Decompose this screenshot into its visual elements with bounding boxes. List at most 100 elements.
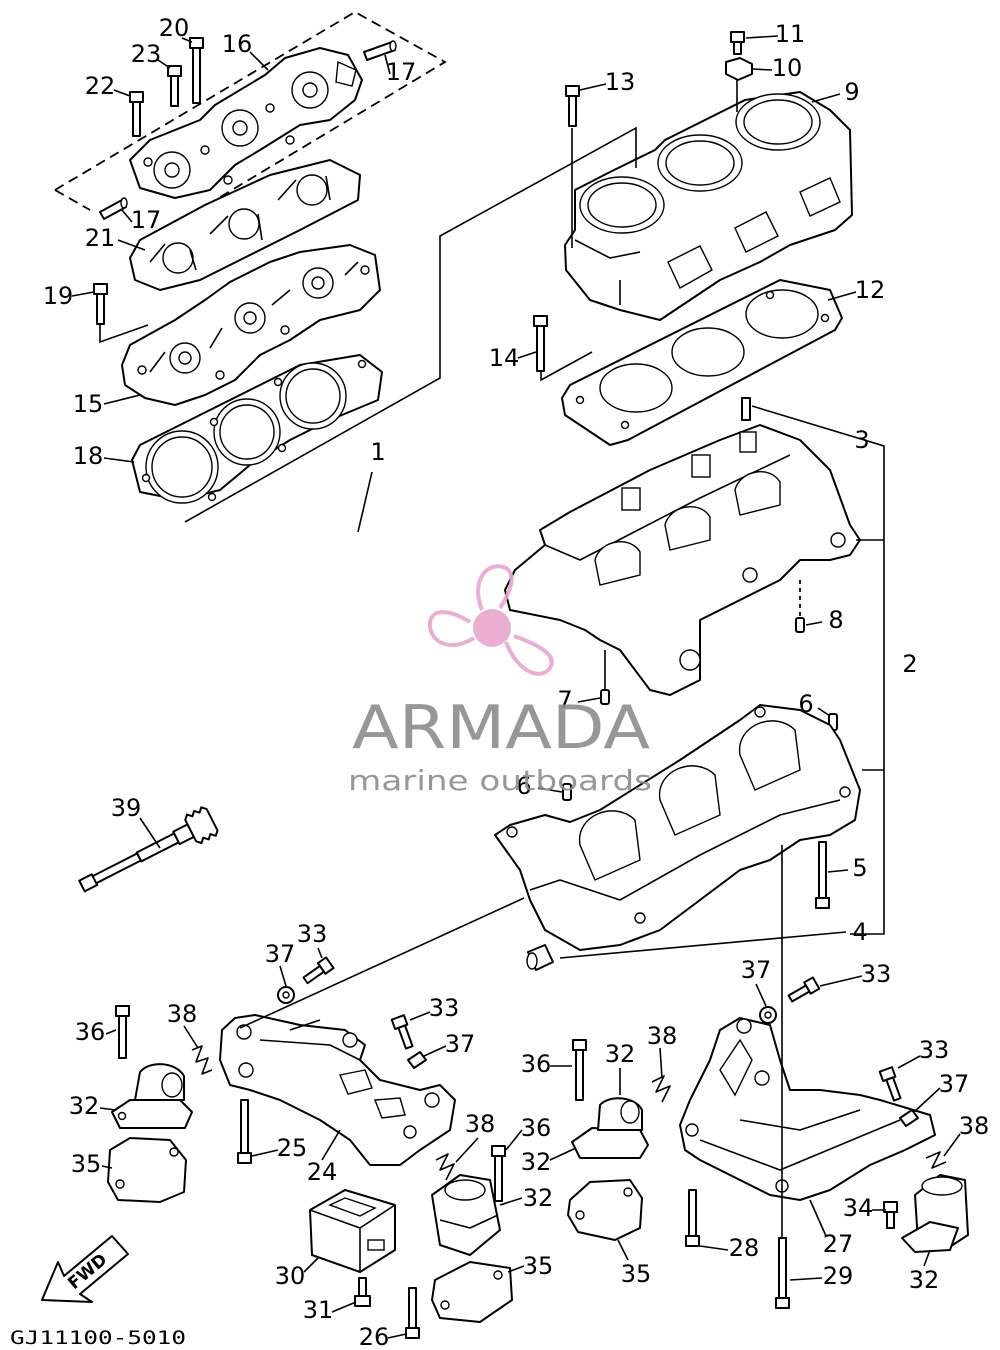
part-label: 34 <box>843 1194 874 1222</box>
part-label: 38 <box>167 1000 198 1028</box>
part-12-cylinder-gasket <box>561 279 843 446</box>
bolt-head <box>189 37 204 49</box>
part-15-cylinder-head <box>121 244 381 406</box>
plate-hole <box>115 1179 125 1189</box>
part-23-bolt <box>167 65 182 107</box>
part-label: 37 <box>939 1070 970 1098</box>
gasket-hole <box>277 443 287 453</box>
bolt-shank <box>118 1015 127 1059</box>
cover-dome-center <box>302 82 318 98</box>
part-label: 30 <box>275 1262 306 1290</box>
mount-base-edge <box>439 1214 499 1229</box>
bolt-head <box>533 315 548 327</box>
part-label: 22 <box>85 72 116 100</box>
bracket-cutout <box>339 1069 373 1095</box>
part-label: 31 <box>303 1296 334 1324</box>
gasket-hole <box>209 417 219 427</box>
part-13-bolt <box>565 85 580 127</box>
part-label: 13 <box>605 68 636 96</box>
bracket-cutout <box>719 1038 753 1097</box>
part-39-shaft <box>78 806 219 893</box>
bracket-hole <box>342 1032 358 1048</box>
part-37-washer-b <box>407 1051 427 1069</box>
plate-outline <box>567 1179 643 1241</box>
part-25-bolt <box>237 1099 252 1164</box>
part-label: 39 <box>111 794 142 822</box>
gasket-hole <box>357 359 367 369</box>
shaft-body <box>135 832 180 863</box>
clip-spring <box>191 1045 213 1075</box>
watermark-logo: ARMADA marine outboards <box>348 564 652 797</box>
bolt-shank <box>302 965 325 985</box>
bolt-shank <box>688 1189 697 1239</box>
watermark-tagline: marine outboards <box>348 764 652 797</box>
bolt-head <box>775 1297 790 1309</box>
gasket-webs <box>149 175 331 271</box>
propeller-blade <box>504 634 554 676</box>
part-label: 17 <box>386 58 417 86</box>
bolt-shank <box>494 1155 503 1202</box>
assembly-bracket-lines <box>99 80 885 1238</box>
clamp-body <box>725 57 753 81</box>
bearing-saddle <box>739 720 801 791</box>
part-label: 25 <box>277 1134 308 1162</box>
block-base-detail <box>574 239 641 305</box>
part-3-crankcase-upper <box>504 424 861 696</box>
part-33-bolt-c <box>787 976 821 1003</box>
head-bolt-hole <box>360 265 370 275</box>
gasket-hole <box>228 208 260 240</box>
bolt-shank <box>397 1024 414 1050</box>
fwd-arrow-icon <box>41 1235 129 1303</box>
bearing-saddle <box>579 810 641 881</box>
bolt-shank <box>818 841 827 901</box>
part-label: 9 <box>844 78 859 106</box>
part-32-mount-far-right <box>901 1174 969 1253</box>
part-33-bolt-b <box>390 1014 414 1050</box>
part-4-crankcase-lower <box>494 704 861 951</box>
mount-top <box>921 1176 963 1196</box>
propeller-blade <box>476 564 514 611</box>
gasket-bore <box>599 363 673 413</box>
part-label: 21 <box>85 224 116 252</box>
bracket-ribs <box>699 1109 901 1171</box>
gasket-hole <box>207 492 217 502</box>
plate-hole <box>493 1270 503 1280</box>
propeller-blade <box>427 610 476 647</box>
bolt-shank <box>132 101 141 137</box>
bolt-head <box>572 1039 587 1051</box>
part-label: 35 <box>71 1150 102 1178</box>
part-38-clip-middle <box>435 1153 455 1181</box>
plate-hole <box>575 1210 585 1220</box>
bracket-hole <box>754 1070 770 1086</box>
gasket-hole <box>765 290 775 300</box>
bolt-head <box>565 85 580 97</box>
gasket-hole <box>141 473 151 483</box>
bolt-shank <box>568 95 577 127</box>
plate-outline <box>107 1137 187 1203</box>
part-17-pin-upper <box>363 40 397 61</box>
part-label: 20 <box>159 14 190 42</box>
cover-group-dashed-outline <box>54 10 447 233</box>
bracket-cutout <box>374 1097 406 1119</box>
washer <box>407 1051 427 1069</box>
part-30-damper-box <box>309 1189 396 1273</box>
part-38-clip-left <box>191 1045 213 1075</box>
part-32-mount-right <box>571 1097 649 1159</box>
bolt-head <box>115 1005 130 1017</box>
fwd-arrow: FWD <box>41 1235 129 1303</box>
bolt-shank <box>733 41 742 55</box>
bolt-head <box>491 1145 506 1157</box>
plate-hole <box>623 1187 633 1197</box>
crankcase-boss <box>691 454 711 478</box>
part-20-bolt <box>189 37 204 104</box>
crankcase-bolt-hole <box>506 826 518 838</box>
bolt-shank <box>192 47 201 104</box>
part-33-bolt-a <box>302 956 335 985</box>
head-plug-hole <box>311 276 325 290</box>
part-label: 10 <box>772 54 803 82</box>
part-label: 36 <box>521 1114 552 1142</box>
part-29-bolt <box>775 1237 790 1309</box>
bolt-shank <box>575 1049 584 1101</box>
bolt-shank <box>885 1076 902 1102</box>
head-plug-hole <box>243 311 257 325</box>
